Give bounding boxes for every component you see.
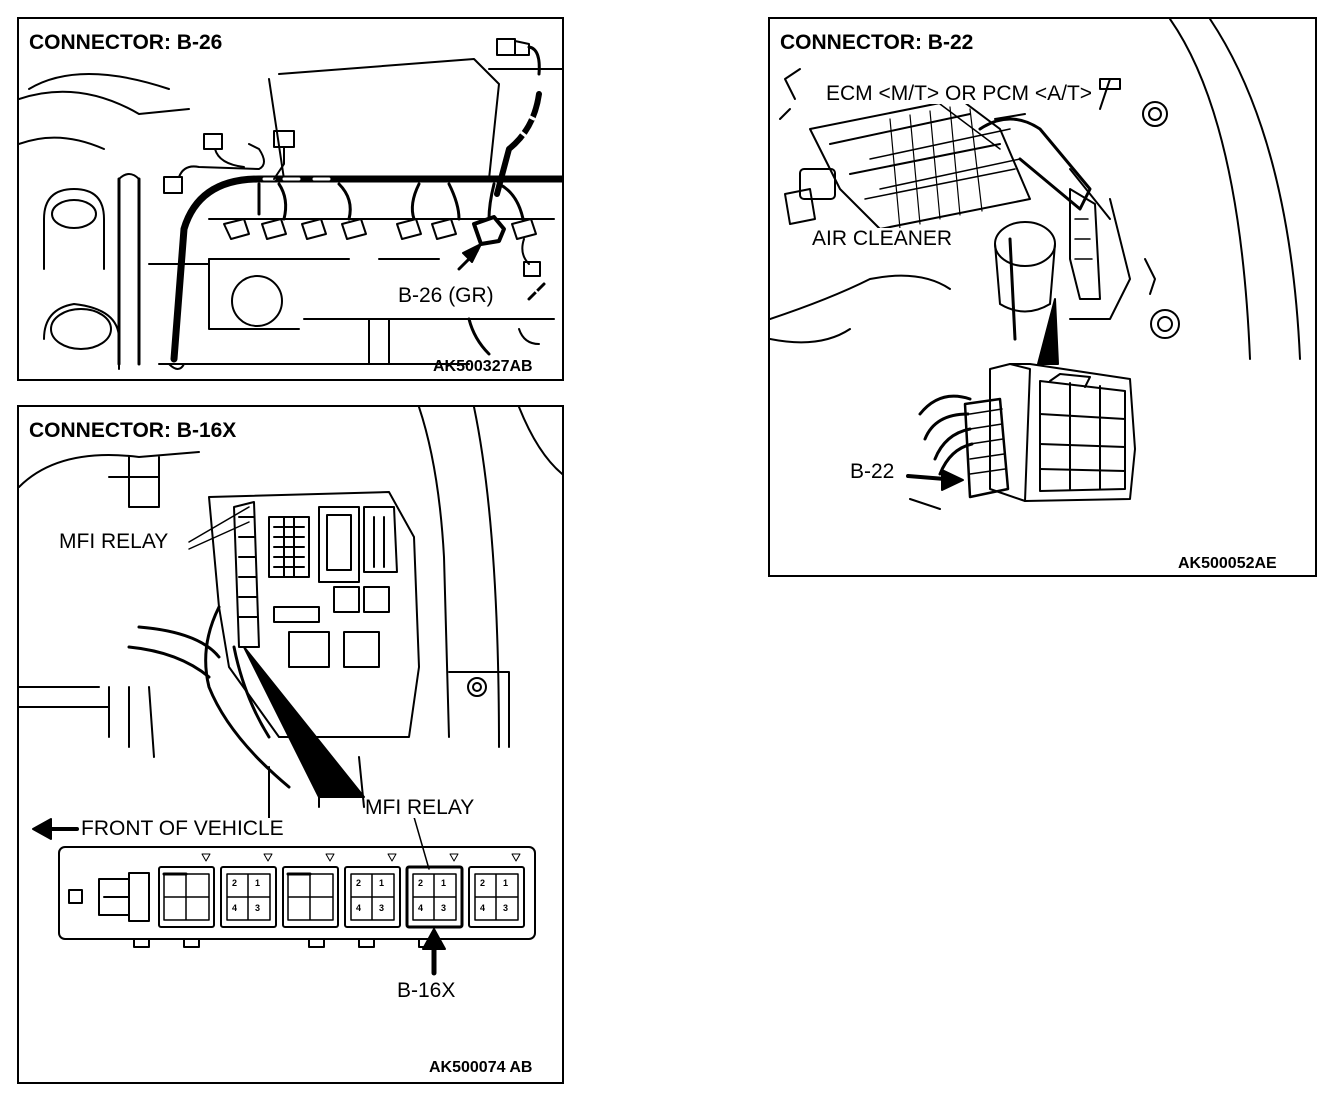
pin-label: 1 — [503, 878, 509, 888]
b22-panel-title: CONNECTOR: B-22 — [780, 31, 974, 55]
pin-label: 1 — [255, 878, 261, 888]
pin-label: 4 — [480, 903, 486, 913]
connector-b22-panel: CONNECTOR: B-22 ECM <M/T> OR PCM <A/T> A… — [768, 17, 1317, 577]
b16x-panel-title: CONNECTOR: B-16X — [29, 419, 237, 443]
mfi-relay-callout-top: MFI RELAY — [59, 530, 169, 553]
front-of-vehicle-label: FRONT OF VEHICLE — [81, 817, 284, 840]
b22-connector-callout: B-22 — [850, 460, 895, 483]
b26-connector-callout: B-26 (GR) — [398, 284, 494, 307]
b26-figure-code: AK500327AB — [433, 358, 533, 375]
pin-label: 4 — [356, 903, 362, 913]
pin-label: 3 — [379, 903, 385, 913]
pin-label: 3 — [503, 903, 509, 913]
pin-label: 3 — [255, 903, 261, 913]
pin-label: 3 — [441, 903, 447, 913]
air-cleaner-callout: AIR CLEANER — [812, 227, 953, 250]
pin-label: 2 — [480, 878, 486, 888]
b26-panel-title: CONNECTOR: B-26 — [29, 31, 223, 55]
b22-figure-code: AK500052AE — [1178, 555, 1277, 572]
b26-engine-bay-illustration — [19, 38, 562, 370]
pin-label: 1 — [379, 878, 385, 888]
pin-label: 2 — [418, 878, 424, 888]
pin-label: 4 — [232, 903, 238, 913]
b16x-connector-callout: B-16X — [397, 979, 456, 1002]
pin-label: 2 — [356, 878, 362, 888]
connector-b16x-panel: 2 1 4 3 2 1 4 3 2 1 4 3 2 1 4 3 CONNECTO… — [17, 405, 564, 1084]
b22-ecm-illustration — [770, 19, 1301, 510]
pin-label: 4 — [418, 903, 424, 913]
mfi-relay-callout-bottom: MFI RELAY — [365, 796, 475, 819]
connector-b26-panel: CONNECTOR: B-26 B-26 (GR) AK500327AB — [17, 17, 564, 381]
ecm-pcm-callout: ECM <M/T> OR PCM <A/T> — [826, 82, 1093, 105]
b16x-relay-box-illustration — [19, 407, 562, 976]
b16x-figure-code: AK500074 AB — [429, 1059, 533, 1076]
pin-label: 2 — [232, 878, 238, 888]
pin-label: 1 — [441, 878, 447, 888]
